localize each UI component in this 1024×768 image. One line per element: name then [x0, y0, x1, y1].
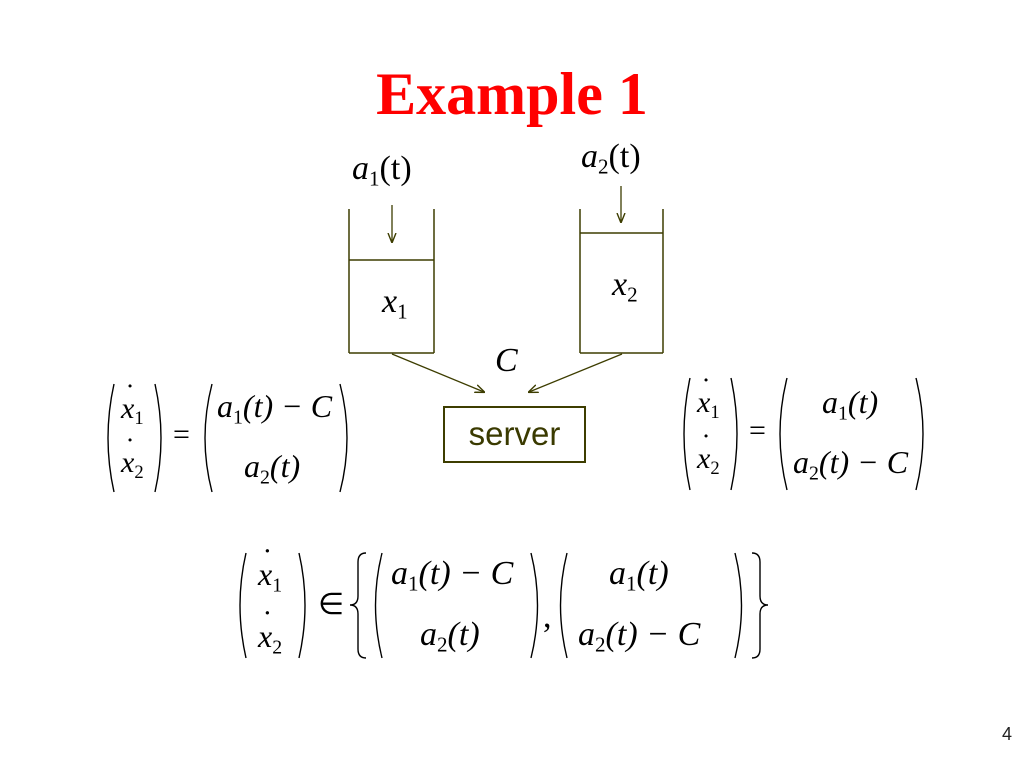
queue-1 — [348, 209, 435, 354]
left-equation-brackets — [107, 383, 348, 493]
left-eq-rhs-bottom: a2(t) — [244, 448, 301, 489]
bottom-eq-comma: , — [543, 598, 552, 635]
bottom-eq-set1-bottom: a2(t) — [420, 616, 480, 657]
dot-accent: ˙ — [701, 428, 711, 461]
page-number: 4 — [1001, 724, 1012, 744]
queue2-to-server-arrow — [529, 353, 623, 392]
bottom-eq-set1-top: a1(t) − C — [391, 555, 514, 596]
input-rate-1-label: a1(t) — [352, 150, 412, 191]
bottom-eq-set2-bottom: a2(t) − C — [578, 616, 701, 657]
right-eq-equals: = — [749, 414, 766, 447]
input-rate-2-label: a2(t) — [581, 138, 641, 179]
left-eq-lhs-top: ˙x1 — [121, 378, 144, 429]
queue1-to-server-arrow — [391, 353, 484, 392]
left-eq-rhs-top: a1(t) − C — [217, 388, 333, 429]
right-equation-brackets — [683, 377, 924, 491]
dot-accent: ˙ — [125, 378, 135, 411]
right-eq-lhs-bottom: ˙x2 — [697, 428, 720, 479]
right-eq-lhs-top: ˙x1 — [697, 372, 720, 423]
bottom-eq-set2-top: a1(t) — [609, 555, 669, 596]
capacity-label: C — [495, 342, 518, 379]
queue-1-state-label: x1 — [382, 283, 408, 324]
dot-accent: ˙ — [262, 541, 273, 577]
bottom-eq-lhs-bottom: ˙x2 — [258, 603, 283, 659]
left-eq-equals: = — [173, 418, 190, 451]
right-eq-rhs-bottom: a2(t) − C — [793, 444, 909, 485]
dot-accent: ˙ — [125, 432, 135, 465]
server-box — [443, 406, 586, 463]
queue-2 — [579, 209, 664, 354]
slide-title: Example 1 — [376, 61, 648, 127]
dot-accent: ˙ — [701, 372, 711, 405]
bottom-equation-brackets — [239, 552, 769, 659]
queue-2-state-label: x2 — [612, 266, 638, 307]
bottom-eq-element-of: ∈ — [318, 588, 345, 621]
right-eq-rhs-top: a1(t) — [822, 384, 879, 425]
dot-accent: ˙ — [262, 603, 273, 639]
left-eq-lhs-bottom: ˙x2 — [121, 432, 144, 483]
server-label: server — [468, 415, 561, 452]
bottom-eq-lhs-top: ˙x1 — [258, 541, 283, 597]
